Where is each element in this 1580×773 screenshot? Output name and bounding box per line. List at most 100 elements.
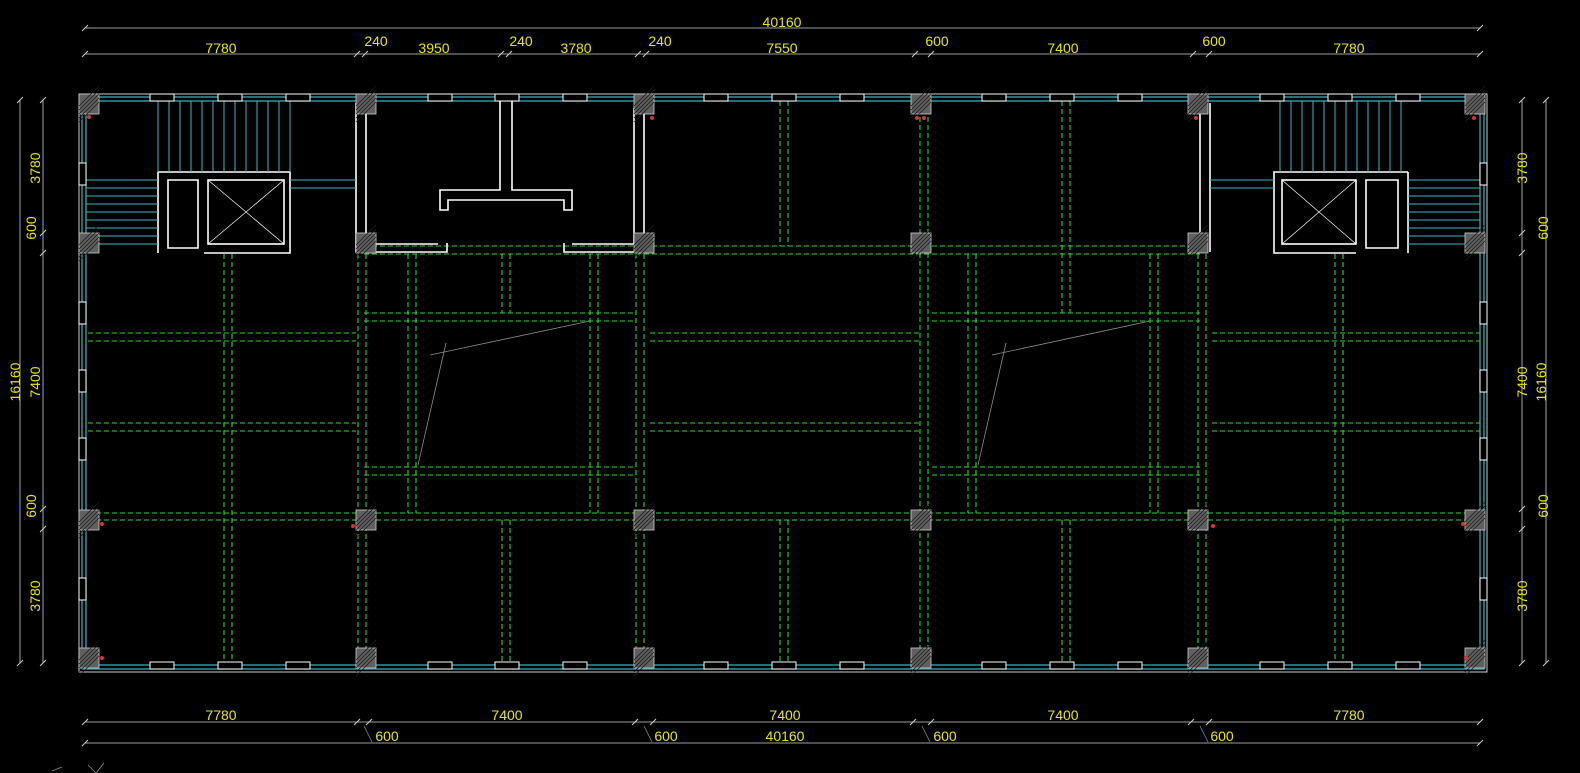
red-markers bbox=[87, 115, 1476, 660]
window bbox=[1117, 661, 1143, 670]
column bbox=[355, 85, 377, 123]
dim-top-span: 3950 bbox=[418, 40, 449, 56]
column bbox=[78, 224, 100, 262]
dim-left-span: 7400 bbox=[27, 366, 43, 397]
window bbox=[1395, 93, 1421, 102]
window bbox=[1479, 577, 1488, 601]
column bbox=[910, 85, 932, 123]
dim-left-span: 600 bbox=[23, 494, 39, 518]
window bbox=[285, 661, 311, 670]
structural-columns bbox=[78, 85, 1486, 677]
top-dimensions: 40160 7780 240 3950 240 3780 240 7550 60… bbox=[81, 14, 1484, 58]
window bbox=[494, 661, 520, 670]
dim-top-span: 600 bbox=[925, 33, 949, 49]
column bbox=[1464, 85, 1486, 123]
column bbox=[1187, 85, 1209, 123]
dim-left-total: 16160 bbox=[7, 362, 23, 401]
window bbox=[217, 93, 243, 102]
window bbox=[1395, 661, 1421, 670]
window bbox=[1049, 93, 1075, 102]
dim-top-span: 7780 bbox=[1333, 40, 1364, 56]
window bbox=[78, 162, 87, 186]
window bbox=[78, 577, 87, 601]
window bbox=[703, 661, 729, 670]
column bbox=[1464, 501, 1486, 539]
window bbox=[285, 93, 311, 102]
window bbox=[78, 301, 87, 325]
column bbox=[633, 501, 655, 539]
column bbox=[633, 639, 655, 677]
window bbox=[839, 661, 865, 670]
dim-right-span: 3780 bbox=[1514, 580, 1530, 611]
window bbox=[149, 661, 175, 670]
column bbox=[910, 501, 932, 539]
dim-right-span: 7400 bbox=[1514, 366, 1530, 397]
dim-top-span: 600 bbox=[1202, 33, 1226, 49]
window bbox=[981, 661, 1007, 670]
dim-top-span: 3780 bbox=[560, 40, 591, 56]
stair-left bbox=[86, 101, 356, 245]
window bbox=[1117, 93, 1143, 102]
dim-bottom-span: 7780 bbox=[205, 707, 236, 723]
window bbox=[1259, 661, 1285, 670]
column bbox=[355, 639, 377, 677]
column bbox=[355, 501, 377, 539]
column bbox=[355, 224, 377, 262]
dim-top-span: 240 bbox=[648, 33, 672, 49]
window bbox=[1479, 437, 1488, 461]
beam-grid bbox=[88, 101, 1480, 662]
dim-bottom-span: 7400 bbox=[769, 707, 800, 723]
dim-bottom-total: 40160 bbox=[766, 728, 805, 744]
window bbox=[1479, 301, 1488, 325]
dim-top-total: 40160 bbox=[763, 14, 802, 30]
column bbox=[78, 501, 100, 539]
dim-bottom-span: 7400 bbox=[1047, 707, 1078, 723]
dim-top-span: 7780 bbox=[205, 40, 236, 56]
window bbox=[839, 93, 865, 102]
window bbox=[1479, 369, 1488, 393]
column bbox=[910, 639, 932, 677]
window bbox=[771, 661, 797, 670]
dim-left-span: 600 bbox=[23, 216, 39, 240]
dim-bottom-span: 7780 bbox=[1333, 707, 1364, 723]
dim-right-total: 16160 bbox=[1533, 362, 1549, 401]
left-dimensions: 16160 3780 600 7400 600 3780 bbox=[7, 96, 47, 667]
dim-bottom-column: 600 bbox=[1210, 728, 1234, 744]
column bbox=[1187, 224, 1209, 262]
window bbox=[1479, 162, 1488, 186]
dim-bottom-column: 600 bbox=[375, 728, 399, 744]
window bbox=[149, 93, 175, 102]
leader-lines bbox=[417, 320, 1151, 466]
right-dimensions: 3780 600 7400 600 3780 16160 bbox=[1514, 96, 1551, 667]
dim-left-span: 3780 bbox=[27, 580, 43, 611]
bottom-dimensions: 7780 7400 7400 7400 7780 600 600 600 600… bbox=[81, 707, 1484, 747]
window bbox=[427, 661, 453, 670]
window bbox=[1259, 93, 1285, 102]
dim-right-span: 600 bbox=[1535, 216, 1551, 240]
dim-top-span: 240 bbox=[509, 33, 533, 49]
dim-bottom-span: 7400 bbox=[491, 707, 522, 723]
dim-left-span: 3780 bbox=[27, 152, 43, 183]
dim-right-span: 600 bbox=[1535, 494, 1551, 518]
window bbox=[78, 437, 87, 461]
window bbox=[78, 369, 87, 393]
window bbox=[771, 93, 797, 102]
dim-top-span: 7550 bbox=[766, 40, 797, 56]
column bbox=[78, 85, 100, 123]
core-walls bbox=[157, 100, 1409, 254]
column bbox=[633, 85, 655, 123]
dim-right-span: 3780 bbox=[1514, 152, 1530, 183]
column bbox=[1464, 224, 1486, 262]
dim-top-span: 7400 bbox=[1047, 40, 1078, 56]
window bbox=[562, 661, 588, 670]
column bbox=[910, 224, 932, 262]
window bbox=[1327, 93, 1353, 102]
window bbox=[217, 661, 243, 670]
window bbox=[703, 93, 729, 102]
column bbox=[1187, 501, 1209, 539]
window bbox=[1049, 661, 1075, 670]
column bbox=[1187, 639, 1209, 677]
window bbox=[1327, 661, 1353, 670]
dim-bottom-column: 600 bbox=[933, 728, 957, 744]
